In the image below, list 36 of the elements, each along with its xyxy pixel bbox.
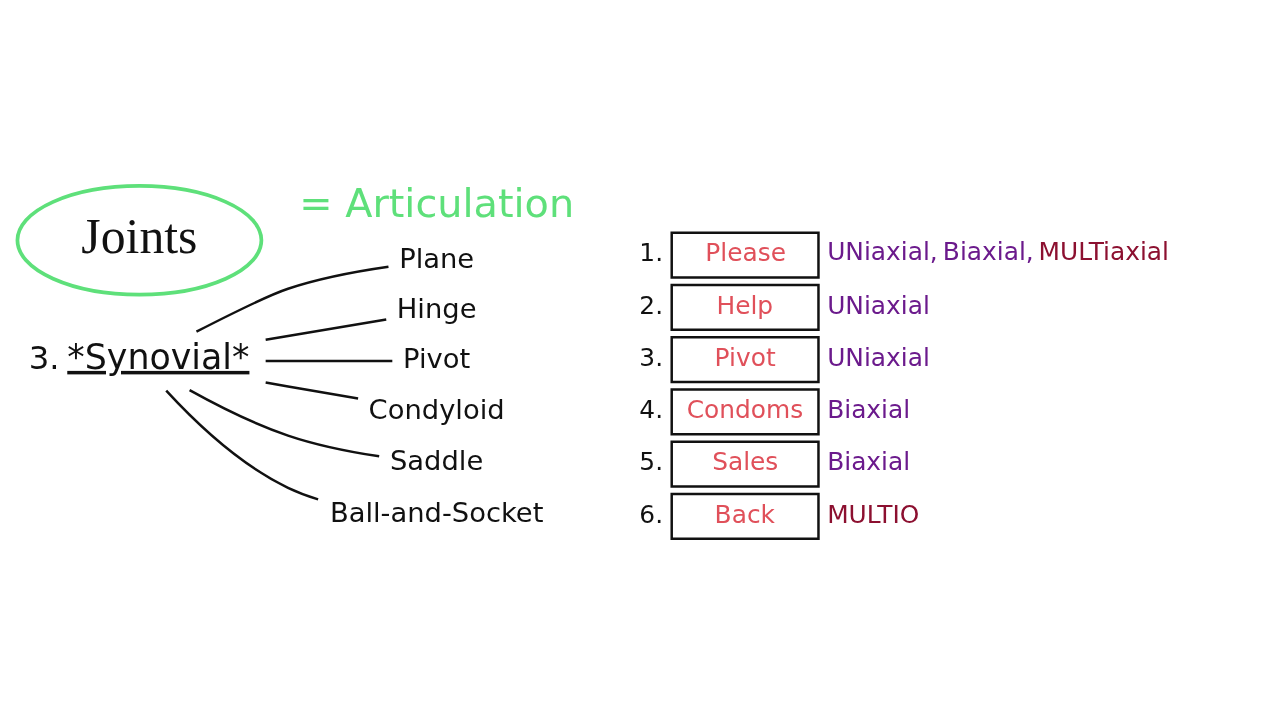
node-box: Please: [670, 231, 820, 279]
connector: [265, 318, 387, 342]
node-label: 1.: [639, 238, 664, 268]
connector: [265, 359, 393, 363]
node-label: Biaxial: [827, 395, 911, 425]
node-label: MULTiaxial: [1038, 237, 1169, 267]
node-text: Hinge: [396, 293, 477, 325]
node-label: 5.: [639, 447, 664, 477]
node-label: UNiaxial: [827, 290, 930, 320]
node-label: 6.: [639, 499, 664, 529]
node-text: Plane: [399, 243, 475, 275]
node-text: Saddle: [390, 444, 484, 476]
connector: [195, 265, 389, 333]
node-label: 3.: [639, 342, 664, 372]
node-box: Pivot: [670, 336, 820, 384]
node-label: Biaxial: [827, 447, 911, 477]
node-label: 4.: [639, 395, 664, 425]
node-label: = Articulation: [299, 179, 575, 226]
node-label: UNiaxial: [827, 342, 930, 372]
node-text: *Synovial*: [67, 336, 250, 377]
node-text: Ball-and-Socket: [329, 497, 544, 529]
connector: [189, 389, 380, 458]
connector: [265, 381, 359, 400]
node-text: Pivot: [403, 342, 471, 374]
node-ellipse: Joints: [15, 184, 264, 297]
node-box: Condoms: [670, 388, 820, 436]
node-box: Help: [670, 283, 820, 332]
connector: [165, 389, 319, 501]
node-label: 3.: [28, 339, 60, 378]
node-box: Sales: [670, 440, 820, 488]
node-label: MULTIO: [827, 499, 920, 529]
node-text: Condyloid: [368, 393, 505, 425]
node-label: 2.: [639, 290, 664, 320]
node-label: UNiaxial,: [827, 237, 938, 267]
node-box: Back: [670, 492, 820, 541]
node-label: Biaxial,: [942, 237, 1034, 267]
